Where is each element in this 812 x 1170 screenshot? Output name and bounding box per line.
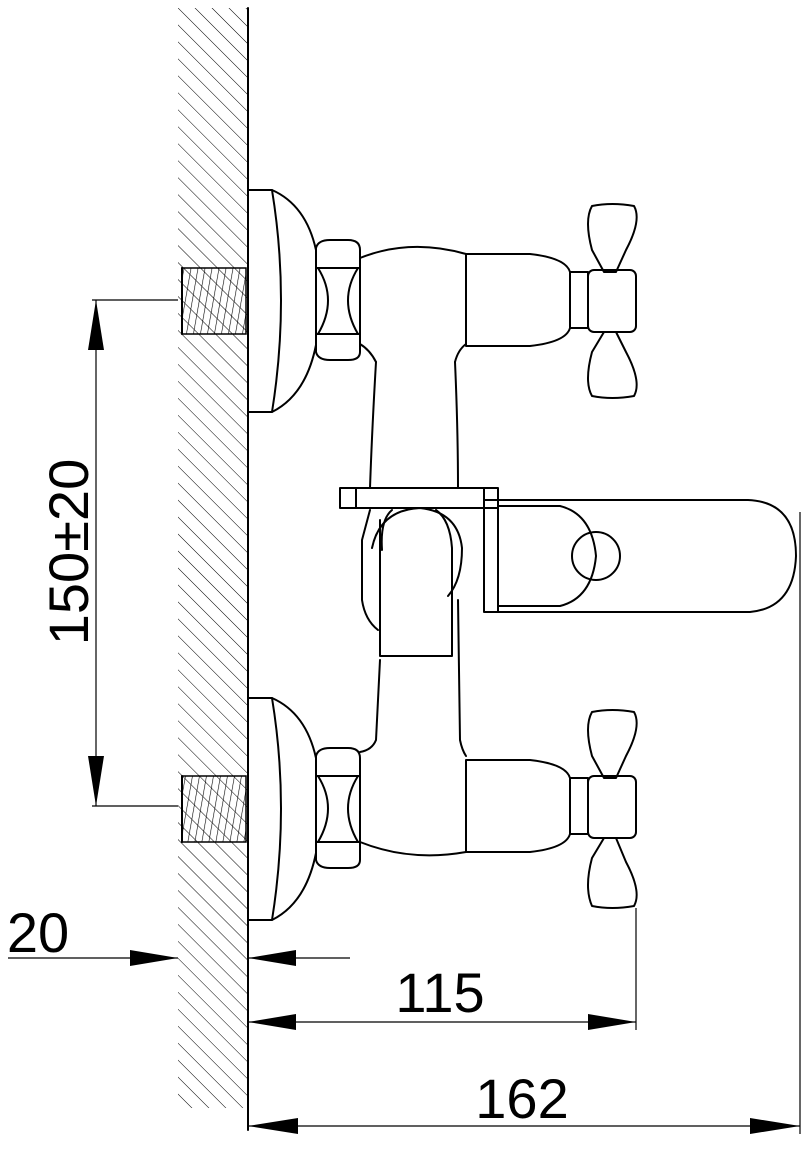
upper-cross-handle[interactable] — [587, 203, 638, 399]
axis-spacing-label: 150±20 — [37, 459, 100, 645]
lower-thread-inlet — [181, 775, 247, 843]
diverter-bracket — [339, 487, 499, 613]
upper-escutcheon — [247, 189, 317, 413]
total-projection-label: 162 — [475, 1067, 568, 1130]
dimension-handle-projection: 115 — [248, 908, 637, 1030]
lower-hex-nut — [315, 747, 361, 869]
upper-hex-nut — [315, 239, 361, 361]
lower-cross-handle[interactable] — [587, 709, 638, 909]
dimension-wall-offset: 20 — [7, 901, 350, 966]
dimension-axis-spacing: 150±20 — [37, 299, 178, 807]
spout-outlet — [371, 507, 463, 657]
wall-offset-label: 20 — [7, 901, 69, 964]
lower-escutcheon — [247, 697, 317, 921]
upper-thread-inlet — [181, 267, 247, 335]
dimension-total-projection: 162 — [248, 512, 801, 1134]
upper-valve-bonnet — [465, 253, 589, 347]
shower-diverter-lever — [497, 499, 797, 613]
mixer-body — [359, 245, 467, 857]
lower-valve-bonnet — [465, 759, 589, 853]
handle-projection-label: 115 — [395, 961, 484, 1024]
wall-section — [178, 7, 249, 1131]
